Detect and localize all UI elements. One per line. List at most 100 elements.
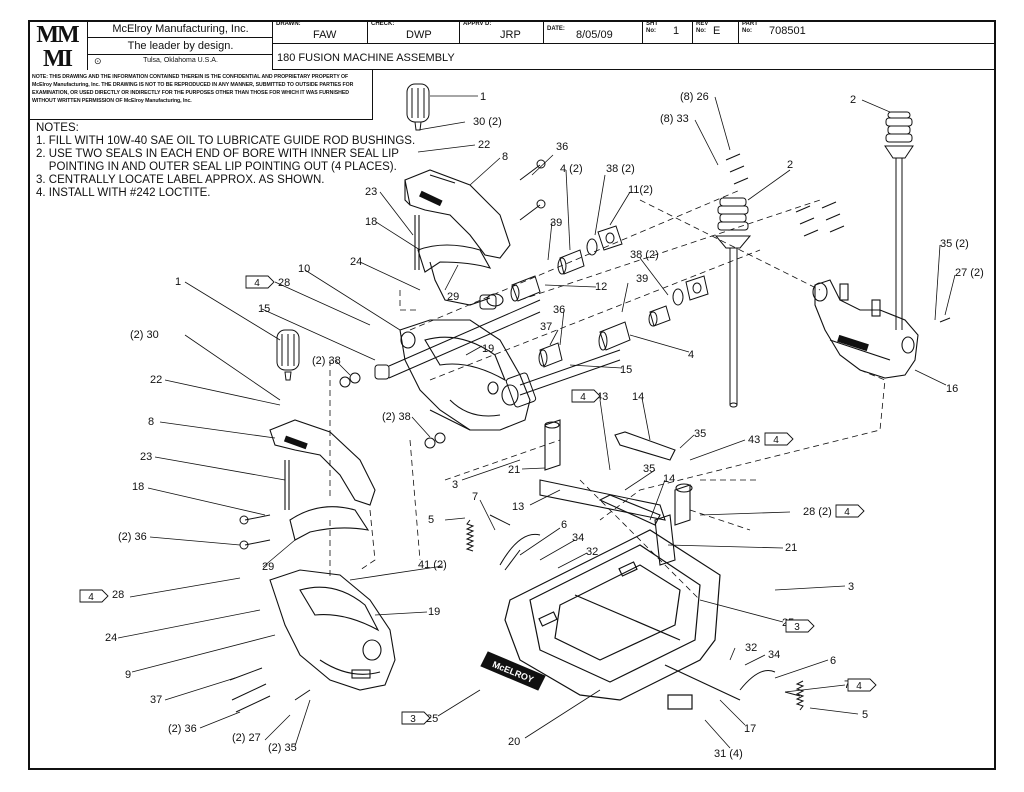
notes-heading: NOTES: (36, 122, 79, 134)
part-callout: 22 (478, 139, 490, 151)
part-callout: 18 (132, 481, 144, 493)
note-reference-flag: 4 (79, 589, 109, 603)
part-callout: 35 (694, 428, 706, 440)
part-callout: (2) 27 (232, 732, 261, 744)
part-callout: (2) 36 (168, 723, 197, 735)
part-callout: 32 (586, 546, 598, 558)
part-callout: 30 (2) (473, 116, 502, 128)
guide-rod-right (884, 111, 914, 330)
part-callout: 8 (148, 416, 154, 428)
part-callout: 9 (125, 669, 131, 681)
handle-top (406, 83, 430, 131)
registered-mark-icon: ⊙ (94, 56, 102, 66)
part-callout: 13 (512, 501, 524, 513)
part-callout: 32 (745, 642, 757, 654)
sheet-cell: SHT No: 1 (643, 20, 693, 44)
note-reference-flag: 4 (571, 389, 601, 403)
handle-lower (276, 329, 300, 381)
guide-rods (388, 299, 621, 408)
note-reference-flag: 3 (401, 711, 431, 725)
proprietary-note: NOTE: THIS DRAWING AND THE INFORMATION C… (32, 74, 354, 104)
part-callout: (2) 35 (268, 742, 297, 754)
part-callout: 24 (105, 632, 117, 644)
part-callout: 23 (140, 451, 152, 463)
part-callout: 7 (472, 491, 478, 503)
note-reference-number: 4 (88, 592, 94, 603)
part-callout: 12 (595, 281, 607, 293)
part-callout: 8 (502, 151, 508, 163)
part-callout: 21 (508, 464, 520, 476)
apprvd-label: APPRV'D: (463, 21, 492, 27)
bushings-upper (479, 225, 623, 310)
lower-clamp-bottom (269, 569, 396, 691)
drawn-label: DRAWN: (276, 21, 301, 27)
leader-lines (117, 95, 956, 749)
note-reference-number: 3 (794, 622, 800, 633)
note-reference-flag: 4 (764, 432, 794, 446)
note-reference-number: 4 (580, 392, 586, 403)
part-callout: 5 (862, 709, 868, 721)
divider (88, 54, 273, 55)
revision-label: REV No: (696, 21, 709, 34)
part-callout: 27 (2) (955, 267, 984, 279)
note-reference-flag: 4 (847, 678, 877, 692)
note-item: POINTING IN AND OUTER SEAL LIP POINTING … (36, 161, 397, 173)
part-callout: 29 (262, 561, 274, 573)
note-reference-number: 4 (773, 435, 779, 446)
svg-text:MM: MM (36, 22, 79, 48)
part-callout: 41 (2) (418, 559, 447, 571)
note-reference-number: 4 (844, 507, 850, 518)
company-name: McElroy Manufacturing, Inc. (112, 23, 249, 35)
part-callout: 15 (258, 303, 270, 315)
mcelroy-logo: MM MI (28, 20, 88, 72)
check-cell: CHECK: DWP (368, 20, 460, 44)
date-label: DATE: (547, 26, 565, 32)
part-callout: (2) 38 (382, 411, 411, 423)
bolts (229, 153, 951, 713)
springs (465, 514, 805, 711)
part-callout: 3 (452, 479, 458, 491)
part-callout: 16 (946, 383, 958, 395)
part-callout: 25 (426, 713, 438, 725)
part-callout: 22 (150, 374, 162, 386)
part-callout: 11(2) (628, 184, 653, 196)
part-callout: 3 (848, 581, 854, 593)
part-callout: 10 (298, 263, 310, 275)
part-callout: 19 (428, 606, 440, 618)
part-callout: 19 (482, 343, 494, 355)
part-callout: 2 (850, 94, 856, 106)
part-callout: 2 (787, 159, 793, 171)
part-callout: 37 (150, 694, 162, 706)
lower-clamp-top (269, 419, 376, 541)
part-callout: 36 (553, 304, 565, 316)
part-callout: 4 (688, 349, 694, 361)
date-cell: DATE: 8/05/09 (544, 20, 643, 44)
drawn-cell: DRAWN: FAW (273, 20, 368, 44)
part-number: 708501 (769, 25, 806, 37)
part-callout: 1 (480, 91, 486, 103)
sheet-value: 1 (673, 25, 680, 37)
part-callout: 34 (572, 532, 584, 544)
part-callout: 35 (2) (940, 238, 969, 250)
drawn-value: FAW (313, 29, 337, 41)
base-label (480, 651, 546, 691)
part-callout: 18 (365, 216, 377, 228)
note-reference-flag: 3 (785, 619, 815, 633)
part-callout: 5 (428, 514, 434, 526)
note-reference-flag: 4 (835, 504, 865, 518)
company-location: Tulsa, Oklahoma U.S.A. (143, 57, 218, 64)
part-callout: 36 (556, 141, 568, 153)
part-callout: 39 (550, 217, 562, 229)
part-callout: 6 (830, 655, 836, 667)
part-callout: 6 (561, 519, 567, 531)
title-block: MM MI McElroy Manufacturing, Inc. The le… (28, 20, 996, 72)
note-item: 1. FILL WITH 10W-40 SAE OIL TO LUBRICATE… (36, 135, 416, 147)
part-callout: (8) 26 (680, 91, 709, 103)
base-plate (504, 529, 741, 710)
svg-text:MI: MI (43, 46, 73, 68)
part-callout: 20 (508, 736, 520, 748)
note-item: 2. USE TWO SEALS IN EACH END OF BORE WIT… (36, 148, 399, 160)
note-reference-number: 4 (254, 278, 260, 289)
apprvd-cell: APPRV'D: JRP (460, 20, 544, 44)
